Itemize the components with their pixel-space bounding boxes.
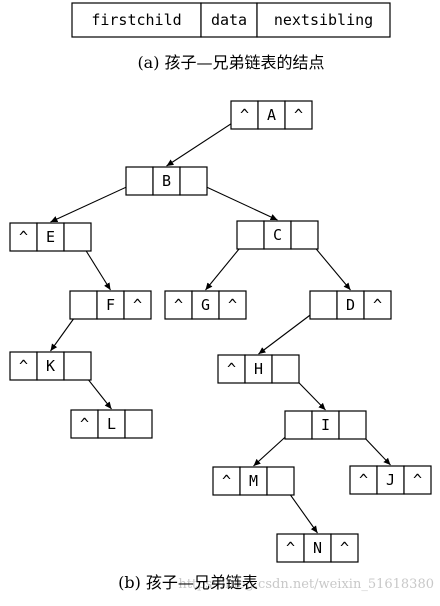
node-g-nextsibling-cell xyxy=(218,290,247,320)
node-b-nextsibling-cell xyxy=(179,166,208,196)
tree-nodes: ^A^BCD^^EF^^G^^HI^J^^K^L^M^N^ xyxy=(9,100,432,563)
node-i-data-cell xyxy=(311,410,340,440)
node-d-nextsibling-null: ^ xyxy=(373,296,382,314)
node-m-nextsibling-cell xyxy=(266,466,295,496)
legend-data-cell xyxy=(200,2,258,38)
node-a-nextsibling-cell xyxy=(284,100,313,130)
node-i-nextsibling-cell xyxy=(338,410,367,440)
legend-firstchild-label: firstchild xyxy=(91,11,181,29)
node-f-firstchild-cell xyxy=(69,290,98,320)
node-d-label: D xyxy=(346,296,355,314)
node-b-firstchild-cell xyxy=(125,166,154,196)
node-g-label: G xyxy=(201,296,210,314)
node-b-data-cell xyxy=(152,166,181,196)
node-l-firstchild-null: ^ xyxy=(80,415,89,433)
node-n-firstchild-null: ^ xyxy=(286,539,295,557)
node-a-nextsibling-null: ^ xyxy=(294,106,303,124)
node-m-firstchild-cell xyxy=(212,466,241,496)
node-k-firstchild-cell xyxy=(9,351,38,381)
node-n-label: N xyxy=(313,539,322,557)
legend-firstchild-cell xyxy=(71,2,202,38)
watermark-text: https://blog.csdn.net/weixin_51618380 xyxy=(178,577,434,592)
node-a-label: A xyxy=(267,106,276,124)
node-k-nextsibling-cell xyxy=(63,351,92,381)
node-n-data-cell xyxy=(303,533,332,563)
node-f-data-cell xyxy=(96,290,125,320)
node-g-nextsibling-null: ^ xyxy=(228,296,237,314)
node-h: ^H xyxy=(217,354,300,384)
node-n-nextsibling-cell xyxy=(330,533,359,563)
node-f-nextsibling-cell xyxy=(123,290,152,320)
node-h-data-cell xyxy=(244,354,273,384)
node-d-firstchild-cell xyxy=(309,290,338,320)
node-g-firstchild-null: ^ xyxy=(174,296,183,314)
node-g: ^ G ^ xyxy=(164,290,247,320)
node-h-nextsibling-cell xyxy=(271,354,300,384)
node-n: ^ N ^ xyxy=(276,533,359,563)
firstchild-arrow-b-e xyxy=(50,180,140,223)
node-c-nextsibling-cell xyxy=(290,220,319,250)
node-l-firstchild-cell xyxy=(70,409,99,439)
node-f-label: F xyxy=(106,296,115,314)
node-h-firstchild-cell xyxy=(217,354,246,384)
node-k-label: K xyxy=(46,357,55,375)
node-m-label: M xyxy=(249,472,258,490)
node-k-firstchild-null: ^ xyxy=(19,357,28,375)
node-g-data-cell xyxy=(191,290,220,320)
node-c: C xyxy=(236,220,319,250)
node-j-label: J xyxy=(386,471,395,489)
node-d-data-cell xyxy=(336,290,365,320)
node-l: ^L xyxy=(70,409,153,439)
node-j: ^ J ^ xyxy=(349,465,432,495)
node-a: ^ A ^ xyxy=(230,100,313,130)
node-a-firstchild-null: ^ xyxy=(240,106,249,124)
legend-node-structure: firstchild data nextsibling xyxy=(71,2,391,38)
node-k-data-cell xyxy=(36,351,65,381)
node-i-label: I xyxy=(321,416,330,434)
node-e-firstchild-null: ^ xyxy=(19,228,28,246)
node-i-firstchild-cell xyxy=(284,410,313,440)
node-m-firstchild-null: ^ xyxy=(222,472,231,490)
node-m: ^M xyxy=(212,466,295,496)
node-j-data-cell xyxy=(376,465,405,495)
node-h-label: H xyxy=(254,360,263,378)
node-h-firstchild-null: ^ xyxy=(227,360,236,378)
tree-caption: (b) 孩子—兄弟链表 xyxy=(118,573,258,592)
node-c-label: C xyxy=(273,226,282,244)
node-e-nextsibling-cell xyxy=(63,222,92,252)
node-b: B xyxy=(125,166,208,196)
legend-data-label: data xyxy=(211,11,247,29)
node-a-data-cell xyxy=(257,100,286,130)
legend-nextsibling-cell xyxy=(256,2,391,38)
node-d-nextsibling-cell xyxy=(363,290,392,320)
node-l-nextsibling-cell xyxy=(124,409,153,439)
node-b-label: B xyxy=(162,172,171,190)
node-d: D^ xyxy=(309,290,392,320)
node-l-label: L xyxy=(107,415,116,433)
node-j-nextsibling-null: ^ xyxy=(413,471,422,489)
node-f: F^ xyxy=(69,290,152,320)
node-n-nextsibling-null: ^ xyxy=(340,539,349,557)
node-j-nextsibling-cell xyxy=(403,465,432,495)
legend-nextsibling-label: nextsibling xyxy=(274,11,373,29)
node-i: I xyxy=(284,410,367,440)
node-a-firstchild-cell xyxy=(230,100,259,130)
node-e-firstchild-cell xyxy=(9,222,38,252)
legend-caption: (a) 孩子—兄弟链表的结点 xyxy=(137,53,324,72)
node-e: ^E xyxy=(9,222,92,252)
node-e-label: E xyxy=(46,228,55,246)
node-f-nextsibling-null: ^ xyxy=(133,296,142,314)
node-j-firstchild-null: ^ xyxy=(359,471,368,489)
node-c-firstchild-cell xyxy=(236,220,265,250)
node-k: ^K xyxy=(9,351,92,381)
